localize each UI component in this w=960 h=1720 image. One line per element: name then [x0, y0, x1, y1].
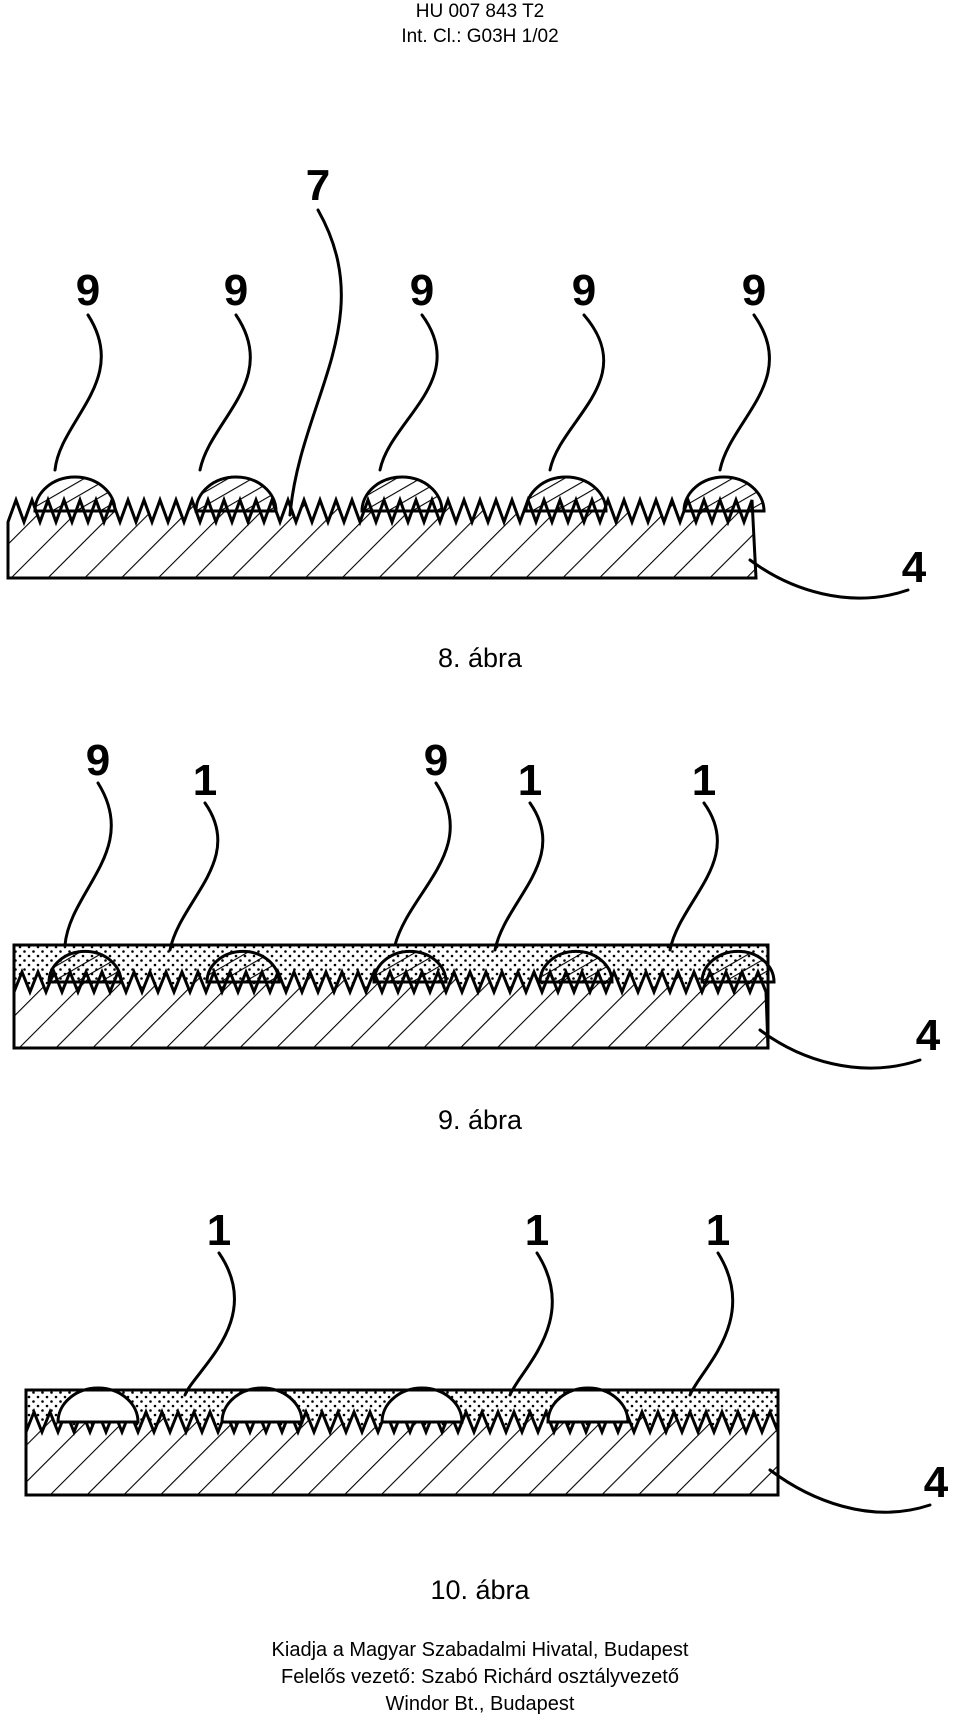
lead-1b [508, 1251, 554, 1397]
figure-8 [6, 208, 910, 600]
figure-10 [24, 1251, 932, 1514]
fig9-label-1b: 1 [518, 756, 542, 805]
bump-1 [47, 949, 123, 984]
bump-3 [372, 949, 448, 984]
fig9-label-1c: 1 [692, 756, 716, 805]
footer-line-printer: Windor Bt., Budapest [385, 1693, 575, 1715]
bump-2 [220, 1386, 304, 1424]
bump-3 [380, 1386, 464, 1424]
figure-9-caption: 9. ábra [437, 1105, 523, 1135]
fig8-label-9e: 9 [742, 266, 766, 315]
outer-frame [24, 1388, 780, 1497]
fig9-label-1a: 1 [193, 756, 217, 805]
lead-9b [393, 781, 452, 947]
fig10-label-1a: 1 [207, 1206, 231, 1255]
bump-2 [205, 949, 281, 984]
header-classification: Int. Cl.: G03H 1/02 [401, 26, 559, 47]
fig8-label-9b: 9 [224, 266, 248, 315]
lead-9e [718, 313, 771, 472]
fig8-label-4: 4 [902, 543, 927, 592]
fig8-label-7: 7 [306, 161, 330, 210]
fig10-label-4: 4 [924, 1458, 949, 1507]
outer-frame [12, 943, 770, 1050]
bump-4 [538, 949, 614, 984]
lead-4 [748, 558, 910, 600]
fig8-label-9d: 9 [572, 266, 596, 315]
lead-1c [668, 801, 719, 952]
bump-5 [682, 475, 766, 513]
fig8-label-9a: 9 [76, 266, 100, 315]
bump-1 [56, 1386, 140, 1424]
lead-7 [288, 208, 343, 517]
lead-1a [168, 801, 220, 952]
bump-2 [194, 475, 278, 513]
fig10-label-1c: 1 [706, 1206, 730, 1255]
lead-9d [548, 313, 606, 472]
fig8-label-9c: 9 [410, 266, 434, 315]
lead-1b [493, 801, 545, 952]
fig9-label-9b: 9 [424, 736, 448, 785]
lead-4 [758, 1028, 922, 1070]
lead-4 [768, 1468, 932, 1514]
figure-8-caption: 8. ábra [437, 643, 523, 673]
bump-3 [360, 475, 444, 513]
bump-1 [33, 475, 117, 513]
lead-1a [183, 1251, 236, 1397]
lead-1c [688, 1251, 735, 1397]
bump-4 [546, 1386, 630, 1424]
lead-9a [53, 313, 103, 472]
figure-9 [12, 781, 922, 1070]
footer-line-publisher: Kiadja a Magyar Szabadalmi Hivatal, Buda… [271, 1639, 689, 1661]
lead-9a [63, 781, 113, 947]
fig9-label-9a: 9 [86, 736, 110, 785]
publisher-footer: Kiadja a Magyar Szabadalmi Hivatal, Buda… [0, 1637, 960, 1718]
bump-4 [524, 475, 608, 513]
lead-9b [198, 313, 252, 472]
figure-10-caption: 10. ábra [430, 1575, 530, 1605]
lead-9c [378, 313, 439, 472]
fig10-label-1b: 1 [525, 1206, 549, 1255]
footer-line-responsible: Felelős vezető: Szabó Richárd osztályvez… [281, 1666, 679, 1688]
header-patent-number: HU 007 843 T2 [415, 1, 545, 22]
bump-5 [700, 949, 776, 984]
fig9-label-4: 4 [916, 1011, 941, 1060]
